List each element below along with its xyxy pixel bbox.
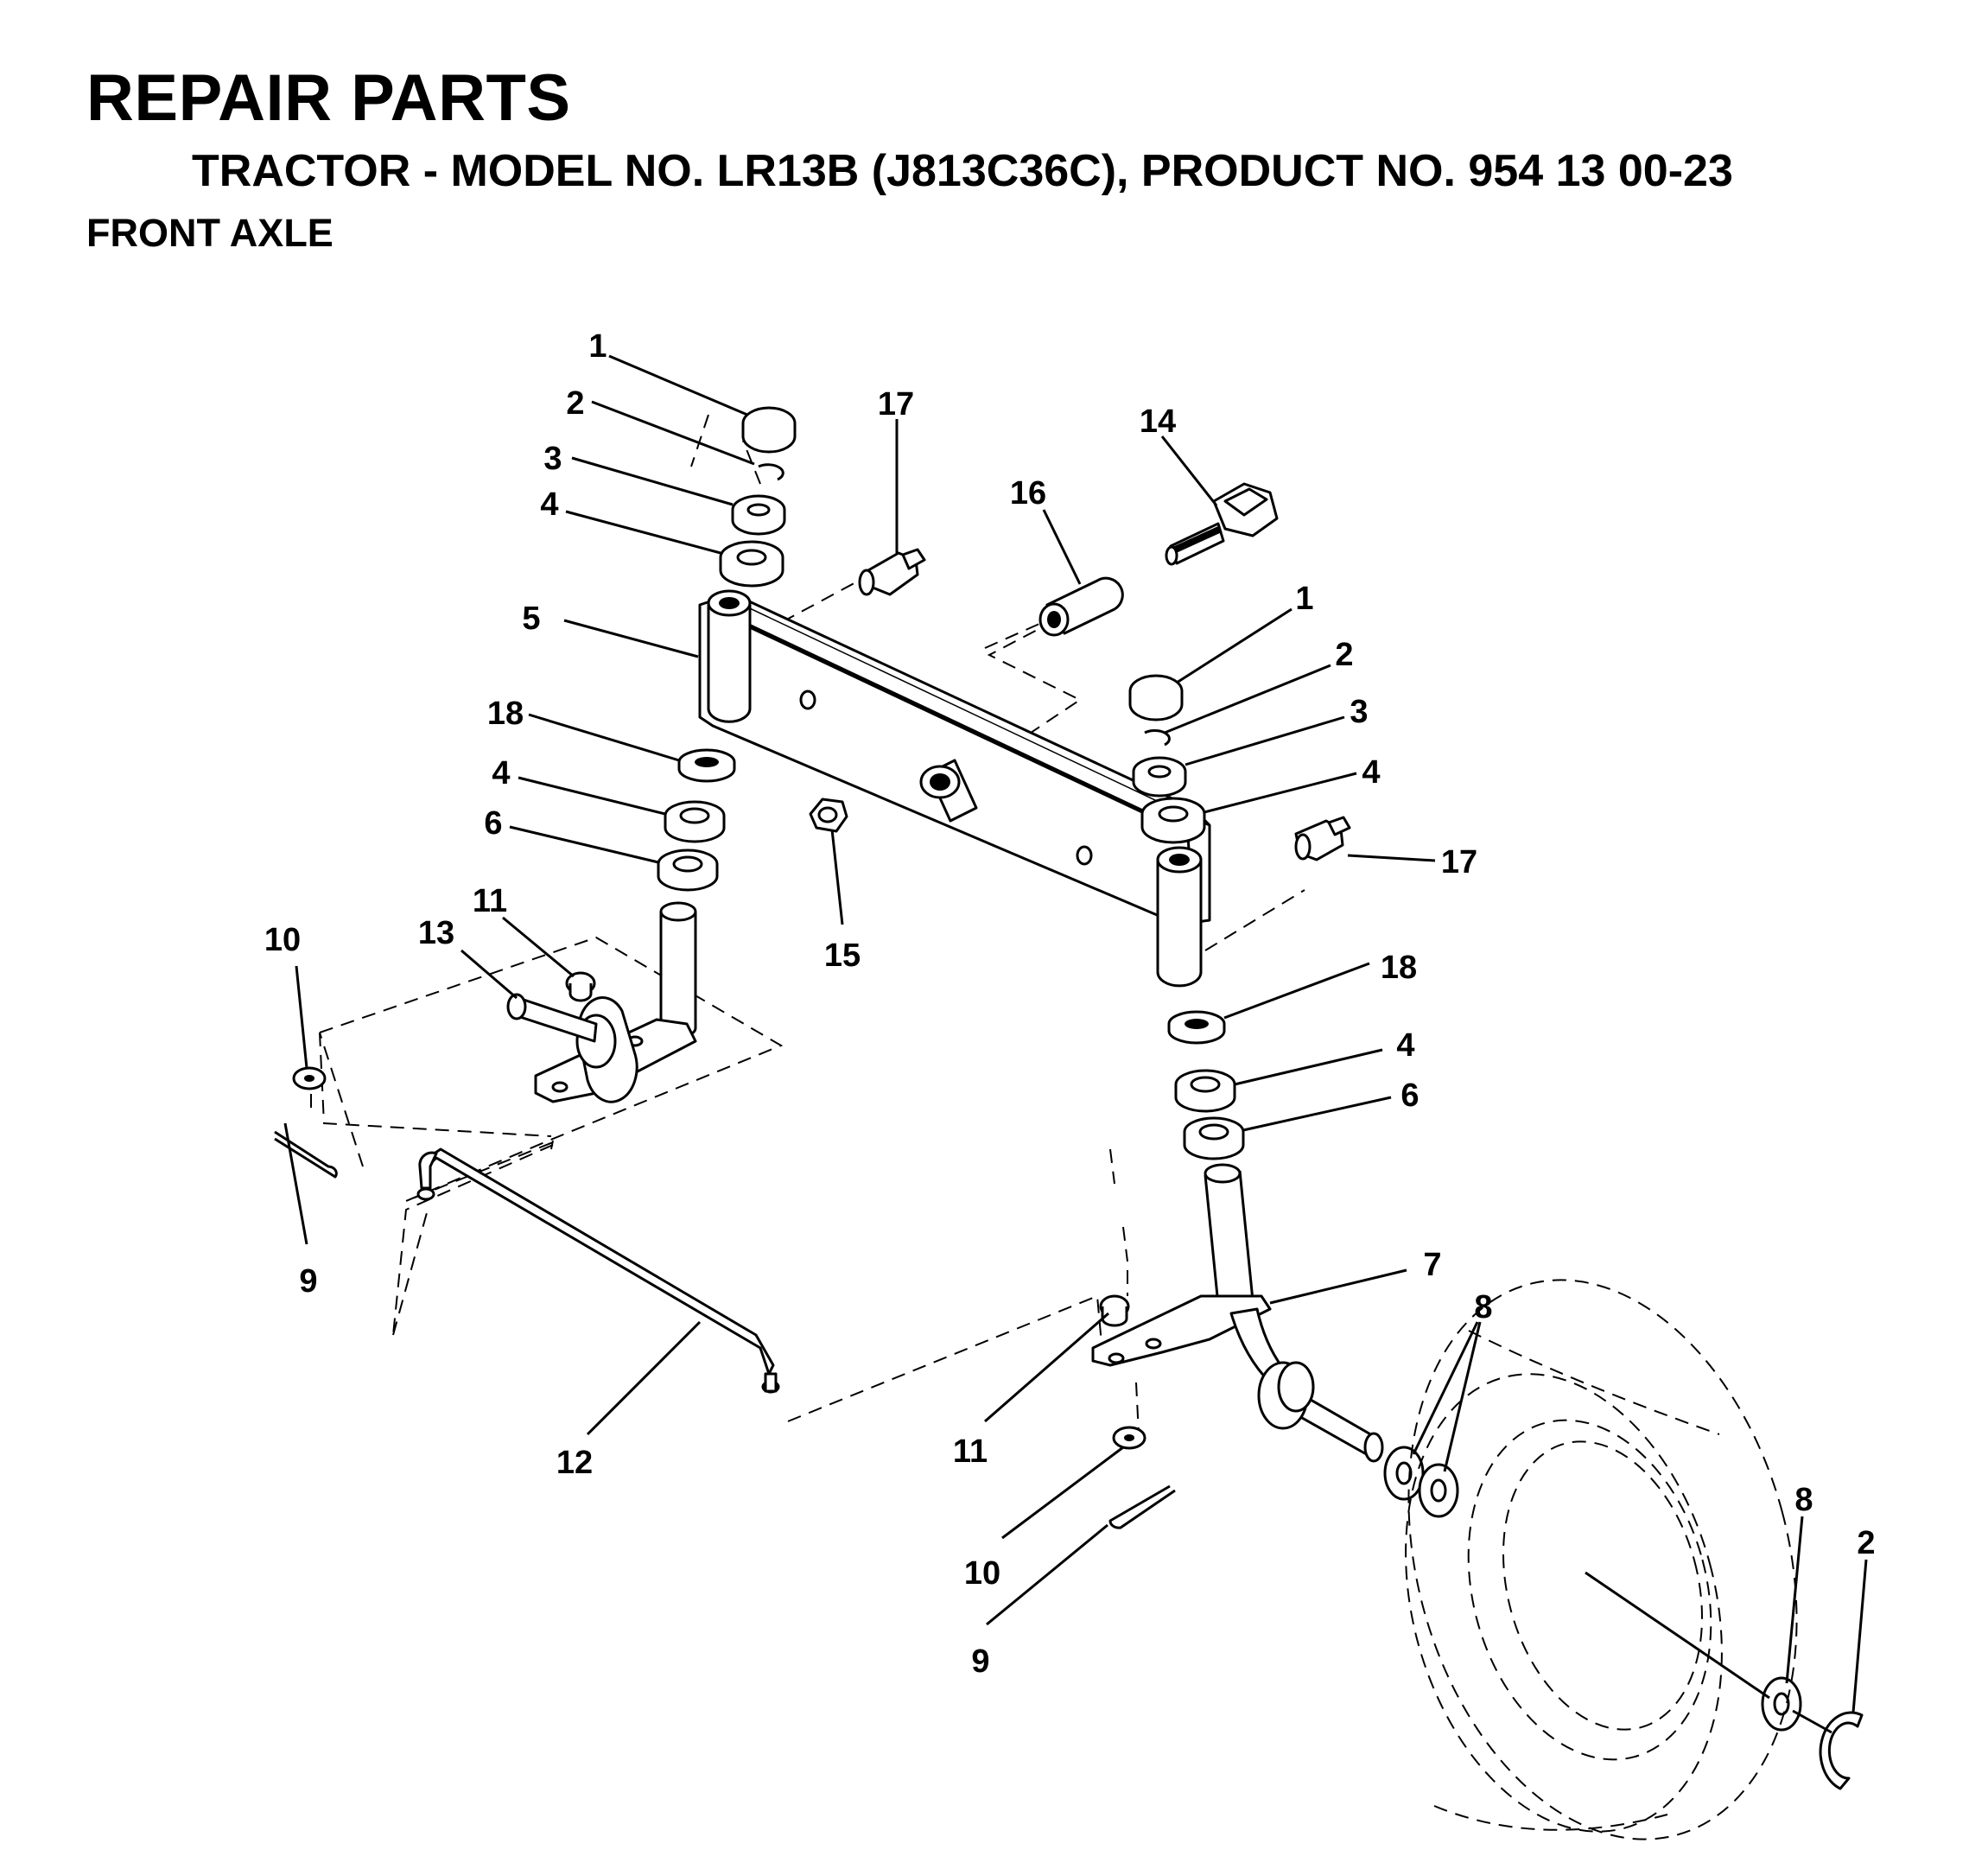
callout-18: 18 [487,696,524,732]
callout-8: 8 [1474,1289,1492,1325]
callout-3-right: 3 [1350,694,1368,730]
tie-rod-12 [416,1147,780,1394]
callout-2: 2 [566,385,584,422]
callout-3: 3 [543,441,562,477]
bushing-4-left-top [719,540,784,588]
model-subtitle: TRACTOR - MODEL NO. LR13B (J813C36C), PR… [192,146,1733,196]
axle-right-boss [1156,846,1203,988]
spacer-16 [1038,576,1124,637]
bushing-6-left [657,849,719,892]
bushing-4-left-bottom [664,800,726,843]
flange-nut-11-right [1099,1294,1130,1327]
washer-8-b [1418,1463,1459,1518]
flange-nut-11-left [565,971,596,1002]
callout-4-right-top: 4 [1362,754,1380,791]
washer-18-right [1167,1010,1226,1045]
page-title: REPAIR PARTS [86,61,571,135]
callout-2-wheel: 2 [1857,1525,1875,1561]
callout-17-right: 17 [1441,844,1477,880]
callout-1-right: 1 [1295,581,1313,617]
wheel-phantom [1405,1279,1832,1840]
callout-12: 12 [556,1445,593,1481]
spindle-right-7 [1091,1163,1384,1463]
callout-7: 7 [1423,1247,1441,1283]
callout-6: 6 [484,805,502,842]
e-clip-2-wheel [1819,1711,1864,1790]
callouts: 1 2 3 4 5 6 7 8 9 10 11 12 13 14 15 16 1… [264,328,1876,1680]
callout-4-left-bottom: 4 [492,755,510,791]
cotter-pin-9-left [274,1130,338,1179]
retaining-ring-2-left [758,463,784,481]
bushing-6-right [1183,1116,1245,1160]
bolt-14 [1165,482,1279,566]
callout-17: 17 [878,386,914,423]
leader-lines [283,354,1868,1713]
callout-14: 14 [1140,404,1176,440]
washer-3-left [731,494,786,536]
section-title: FRONT AXLE [86,211,333,255]
bushing-4-right-top [1140,797,1206,844]
bushing-4-right-bottom [1174,1069,1236,1113]
callout-8-wheel: 8 [1794,1482,1813,1518]
washer-8-c [1761,1676,1802,1732]
axle-left-boss [707,589,752,723]
callout-9-right: 9 [971,1643,989,1680]
callout-15: 15 [824,938,861,974]
callout-10: 10 [264,922,301,958]
callout-5: 5 [522,601,540,637]
axle-pivot-tube [919,759,978,823]
callout-6-right: 6 [1400,1077,1419,1114]
callout-11: 11 [473,883,507,919]
washer-10-left [292,1066,327,1090]
cotter-pin-9-right [1108,1484,1176,1529]
callout-4-right-bottom: 4 [1396,1027,1414,1064]
grease-fitting-17-right [1294,816,1351,861]
assembly-lines [310,414,1305,1435]
washer-18-left [677,748,736,783]
hex-nut-15 [809,798,848,833]
callout-4: 4 [540,486,558,523]
callout-16: 16 [1010,475,1046,512]
callout-2-right: 2 [1335,637,1353,673]
spindle-left [506,901,697,1103]
callout-1: 1 [588,328,607,365]
cap-1-right [1128,674,1184,721]
washer-8-a [1383,1446,1425,1501]
callout-10-right: 10 [964,1555,1000,1592]
callout-13: 13 [418,915,454,951]
callout-9: 9 [299,1263,317,1300]
callout-11-right: 11 [953,1433,988,1470]
washer-3-right [1132,756,1187,798]
washer-10-right [1112,1426,1146,1450]
grease-fitting-17-left [858,548,926,596]
callout-18-right: 18 [1381,950,1417,986]
cap-1-left [741,406,797,454]
